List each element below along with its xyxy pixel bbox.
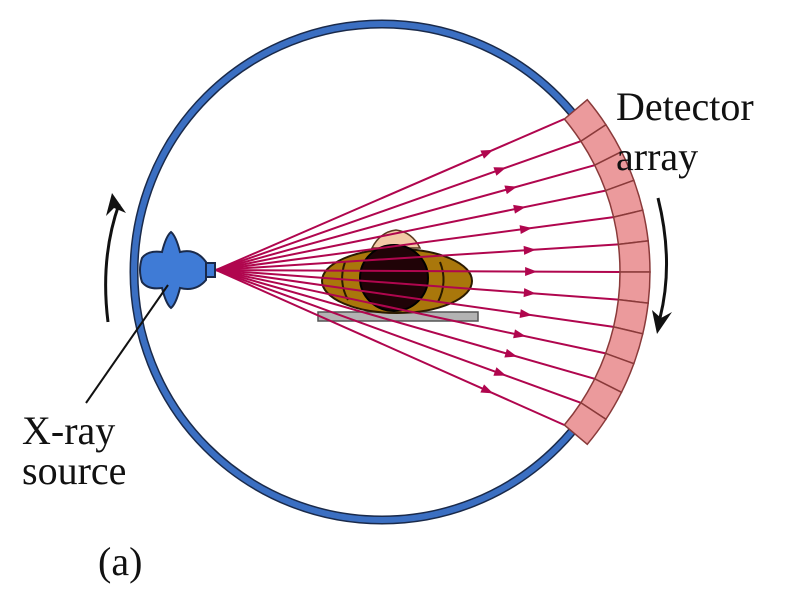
- xray-beam-line: [215, 269, 606, 355]
- source-label-line2: source: [22, 448, 126, 493]
- source-pointer-line: [85, 284, 169, 404]
- beam-arrowhead: [493, 367, 507, 376]
- xray-tube-icon: [139, 230, 216, 310]
- patient-head: [359, 244, 429, 312]
- detector-label-line2: array: [616, 134, 698, 179]
- beam-arrowhead: [525, 267, 538, 277]
- xray-beam-line: [215, 269, 565, 426]
- beam-arrowhead: [480, 384, 494, 394]
- patient: [321, 229, 473, 314]
- detector-element: [563, 401, 607, 446]
- xray-beam-line: [215, 164, 595, 271]
- rotation-arrow-left: [104, 193, 126, 323]
- beam-arrowhead: [523, 245, 536, 255]
- xray-beam-line: [215, 189, 606, 271]
- detector-label-line1: Detector: [616, 84, 754, 129]
- detector-element: [612, 209, 650, 246]
- source-label-line1: X-ray: [22, 408, 115, 453]
- beam-arrowhead: [519, 309, 533, 318]
- xray-beam-line: [215, 269, 621, 273]
- beam-arrowhead: [493, 167, 507, 176]
- patient-arm-right: [437, 261, 445, 303]
- xray-beam-line: [215, 269, 614, 328]
- beam-arrowhead: [513, 329, 526, 339]
- xray-tube-body: [139, 230, 207, 310]
- beam-arrowhead: [504, 348, 518, 358]
- detector-element: [617, 240, 651, 273]
- xray-beam-line: [215, 269, 595, 380]
- detector-element: [617, 271, 651, 304]
- xray-beam-line: [215, 216, 614, 271]
- beam-arrowhead: [523, 288, 536, 298]
- xray-beam-line: [215, 243, 619, 271]
- beam-arrowhead: [504, 185, 518, 195]
- xray-beam-line: [215, 140, 582, 271]
- panel-label: (a): [98, 539, 142, 584]
- rotation-arrow-right: [652, 197, 672, 334]
- detector-array: [563, 98, 651, 446]
- xray-beam-line: [215, 269, 582, 404]
- xray-beam-line: [215, 269, 619, 301]
- beam-arrowhead: [519, 225, 533, 235]
- xray-beam-line: [215, 118, 565, 271]
- beam-arrowhead: [513, 204, 526, 214]
- xray-beams: [215, 118, 621, 426]
- beam-arrowhead: [480, 149, 494, 159]
